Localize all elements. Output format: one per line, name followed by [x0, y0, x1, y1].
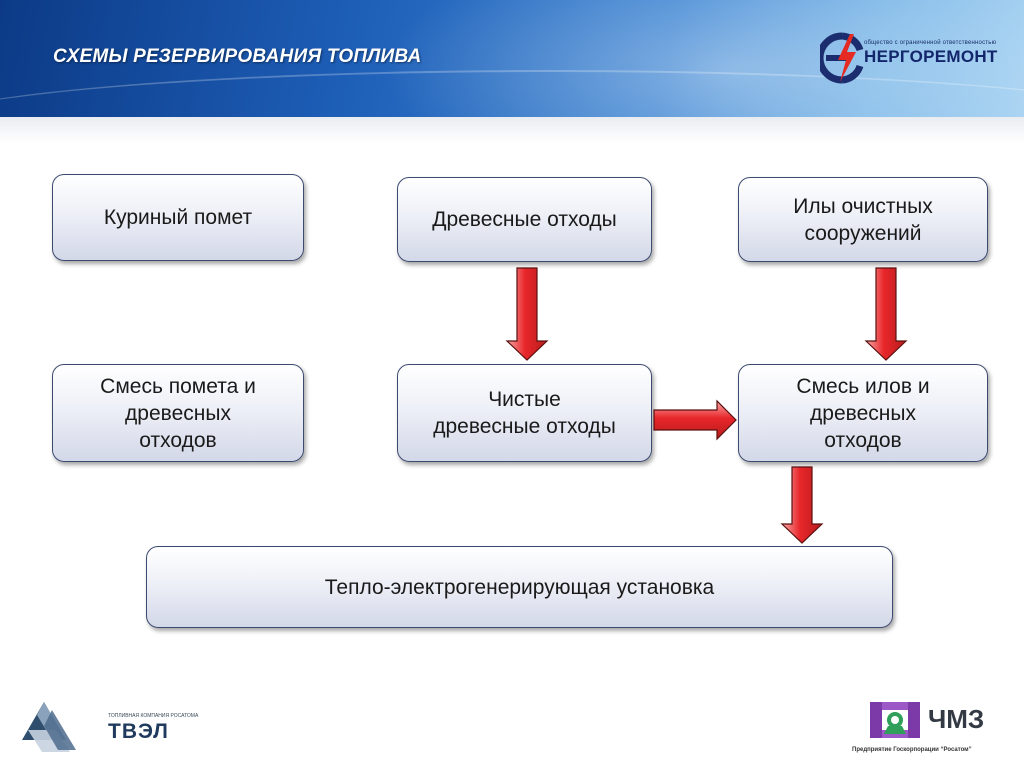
- node-manure-wood-mix: Смесь помета и древесных отходов: [52, 364, 304, 462]
- node-line: Чистые: [488, 388, 561, 411]
- header-swoosh: [0, 70, 1024, 117]
- tvel-tagline: ТОПЛИВНАЯ КОМПАНИЯ РОСАТОМА: [108, 713, 199, 719]
- node-heat-power-plant: Тепло-электрогенерирующая установка: [146, 546, 893, 628]
- node-line: древесных: [125, 401, 231, 425]
- arrow-sludge-to-mix: [864, 267, 908, 361]
- node-clean-wood-waste: Чистые древесные отходы: [397, 364, 652, 462]
- node-chicken-manure: Куриный помет: [52, 174, 304, 261]
- node-line: отходов: [139, 428, 217, 452]
- energoremont-emblem-icon: [820, 32, 864, 84]
- arrow-wood-to-clean: [505, 267, 549, 361]
- chmz-emblem-icon: [870, 702, 920, 738]
- node-line: Илы очистных: [793, 194, 933, 218]
- slide-title: СХЕМЫ РЕЗЕРВИРОВАНИЯ ТОПЛИВА: [53, 46, 422, 67]
- node-line: Смесь илов и: [796, 374, 930, 398]
- node-line: древесные отходы: [433, 415, 616, 438]
- chmz-subtitle: Предприятие Госкорпорации “Росатом”: [852, 747, 972, 753]
- node-line: отходов: [824, 428, 902, 452]
- node-line: сооружений: [804, 221, 922, 245]
- tvel-triangle-icon: [22, 702, 76, 752]
- arrow-mix-to-plant: [780, 466, 824, 544]
- node-sewage-sludge: Илы очистных сооружений: [738, 177, 988, 262]
- node-line: древесных: [810, 401, 916, 425]
- node-sludge-wood-mix: Смесь илов и древесных отходов: [738, 364, 988, 462]
- header-shadow-band: [0, 117, 1024, 143]
- node-line: Смесь помета и: [100, 374, 256, 398]
- node-line: Тепло-электрогенерирующая установка: [324, 575, 715, 599]
- chmz-logo: ЧМЗ Предприятие Госкорпорации “Росатом”: [852, 698, 1016, 762]
- tvel-logo: ТОПЛИВНАЯ КОМПАНИЯ РОСАТОМА ТВЭЛ: [22, 700, 198, 752]
- chmz-name: ЧМЗ: [928, 704, 985, 734]
- energoremont-legal-form: общество с ограниченной ответственностью: [864, 40, 997, 46]
- energoremont-name: НЕРГОРЕМОНТ: [864, 47, 998, 66]
- node-line: Древесные отходы: [432, 208, 617, 231]
- arrow-clean-to-mix: [653, 399, 737, 441]
- energoremont-logo: общество с ограниченной ответственностью…: [820, 30, 1010, 86]
- header-banner: СХЕМЫ РЕЗЕРВИРОВАНИЯ ТОПЛИВА общество с …: [0, 0, 1024, 117]
- node-line: Куриный помет: [103, 206, 253, 229]
- node-wood-waste: Древесные отходы: [397, 177, 652, 262]
- tvel-name: ТВЭЛ: [108, 720, 169, 743]
